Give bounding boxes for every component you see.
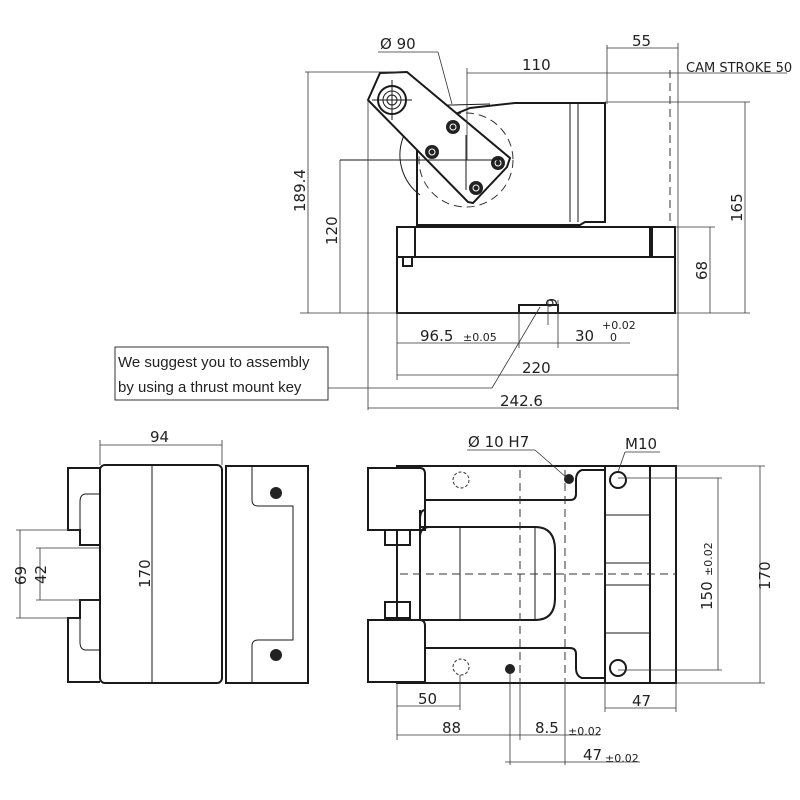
dim-68: 68	[693, 261, 711, 280]
left-stop-block	[396, 226, 416, 267]
side-dimension-lines	[300, 43, 787, 410]
frame-profile	[425, 469, 605, 679]
dim-170-top: 170	[756, 561, 774, 590]
callout-line-1: We suggest you to assembly	[118, 354, 310, 371]
m10-hole-icon	[609, 659, 627, 677]
jaw-upper	[367, 467, 426, 531]
dim-69: 69	[12, 566, 30, 585]
cam-lever-arm	[366, 70, 512, 205]
dim-242-6: 242.6	[500, 392, 543, 410]
tol-150: ±0.02	[702, 542, 715, 576]
clamp-plate	[225, 465, 309, 684]
dim-165: 165	[728, 193, 746, 222]
rail	[414, 226, 651, 258]
dim-47: 47	[632, 692, 651, 710]
rotation-icon	[452, 471, 470, 489]
dim-30: 30	[575, 327, 594, 345]
end-dimension-lines	[16, 440, 223, 619]
dim-94: 94	[150, 428, 169, 446]
dim-96-5: 96.5	[420, 327, 453, 345]
main-body	[99, 464, 223, 684]
dim-150: 150	[698, 581, 716, 610]
dim-120: 120	[323, 216, 341, 245]
diameter-90-label: Ø 90	[380, 35, 416, 53]
dim-50: 50	[418, 690, 437, 708]
dim-6: 6	[542, 298, 560, 308]
jaw-lower	[367, 619, 426, 683]
dim-110: 110	[522, 56, 551, 74]
dim-170-end: 170	[136, 559, 154, 588]
dim-42: 42	[32, 565, 50, 584]
rotation-icon	[452, 658, 470, 676]
tol-8-5: ±0.02	[568, 725, 602, 738]
top-dimension-lines	[396, 449, 765, 765]
right-stop-block	[651, 226, 676, 258]
dowel-hole-icon	[564, 474, 574, 484]
dim-55: 55	[632, 32, 651, 50]
dim-88: 88	[442, 719, 461, 737]
m10-label: M10	[625, 435, 657, 453]
m10-hole-icon	[609, 471, 627, 489]
tol-30-lower: 0	[610, 331, 617, 344]
callout-line-2: by using a thrust mount key	[118, 379, 302, 396]
dim-220: 220	[522, 359, 551, 377]
flange-boss	[79, 493, 100, 651]
tol-96-5: ±0.05	[463, 331, 497, 344]
hole-diameter-label: Ø 10 H7	[468, 433, 529, 451]
end-view: 94 69 42 170	[12, 428, 309, 684]
cam-stroke-label: CAM STROKE 50	[686, 61, 792, 76]
tol-47: ±0.02	[605, 752, 639, 765]
side-view: Ø 90 110 55 CAM STROKE 50 189.4 120 165 …	[291, 32, 792, 410]
jaw-block	[384, 601, 411, 619]
bolt-icon	[270, 487, 282, 499]
tol-30-upper: +0.02	[602, 319, 636, 332]
top-view: Ø 10 H7 M10 150 ±0.02 170 50 47 88 8.5 ±…	[367, 433, 774, 765]
callout-note: We suggest you to assembly by using a th…	[114, 346, 329, 401]
dim-8-5: 8.5	[535, 719, 559, 737]
bolt-icon	[270, 649, 282, 661]
dim-189-4: 189.4	[291, 169, 309, 212]
dowel-hole-icon	[505, 664, 515, 674]
plate-profile	[251, 467, 294, 682]
jaw-block	[384, 529, 411, 546]
dim-47-toleranced: 47	[583, 746, 602, 764]
